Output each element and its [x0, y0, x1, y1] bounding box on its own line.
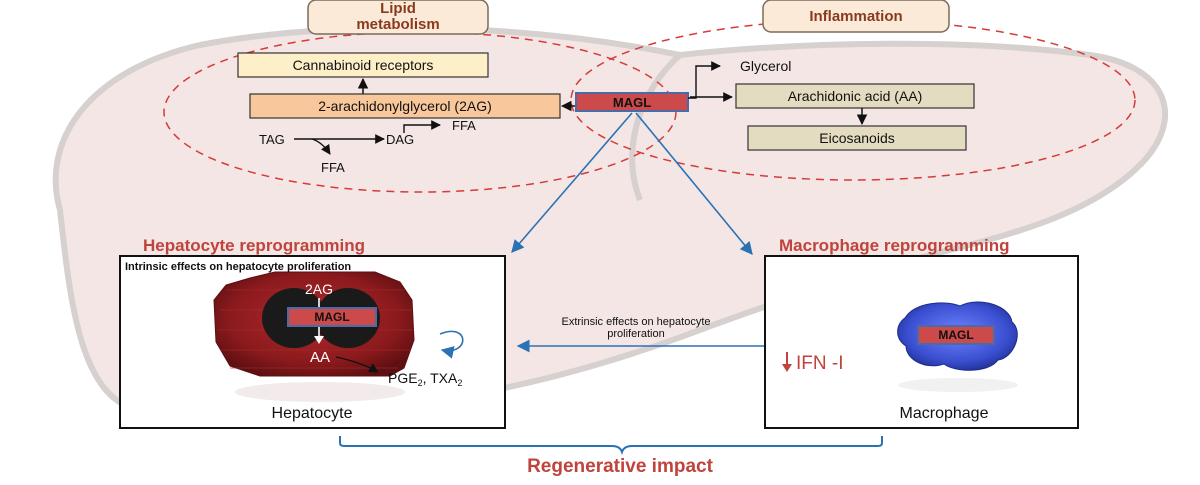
macrophage-panel: MAGL IFN -I Macrophage	[764, 255, 1079, 429]
cannabinoid-receptors-label: Cannabinoid receptors	[293, 57, 434, 73]
hepatocyte-cell-label: Hepatocyte	[272, 405, 353, 422]
arrow-magl-to-macrophage	[635, 112, 753, 255]
macrophage-magl-box: MAGL	[917, 325, 995, 345]
extrinsic-label-line2: proliferation	[607, 328, 664, 340]
liver-lobe-line	[629, 52, 682, 202]
hepatocyte-reprogramming-heading: Hepatocyte reprogramming	[143, 236, 365, 255]
macrophage-reprogramming-heading: Macrophage reprogramming	[779, 236, 1010, 255]
macrophage-magl-label: MAGL	[938, 328, 973, 342]
magl-center-label: MAGL	[613, 95, 651, 110]
arrow-magl-to-hepatocyte	[511, 112, 633, 253]
eicosanoids-label: Eicosanoids	[819, 130, 895, 146]
macrophage-cell-label: Macrophage	[900, 405, 989, 422]
two-ag-box: 2-arachidonylglycerol (2AG)	[249, 93, 561, 119]
arrow-to-glycerol	[688, 61, 721, 99]
hepatocyte-panel-subtitle: Intrinsic effects on hepatocyte prolifer…	[125, 261, 351, 273]
inflammation-dashed-ellipse	[570, 19, 1136, 181]
hepatocyte-aa-label: AA	[310, 349, 330, 366]
lipid-tag-line2: metabolism	[356, 16, 439, 33]
regenerative-impact-label: Regenerative impact	[527, 456, 714, 477]
magl-center-box: MAGL	[575, 92, 689, 112]
inflammation-tag-label: Inflammation	[809, 8, 902, 25]
two-ag-label: 2-arachidonylglycerol (2AG)	[318, 98, 492, 114]
ffa-label-2: FFA	[452, 118, 476, 133]
dag-label: DAG	[386, 132, 414, 147]
arachidonic-acid-label: Arachidonic acid (AA)	[788, 88, 923, 104]
extrinsic-label-line1: Extrinsic effects on hepatocyte	[562, 316, 711, 328]
glycerol-label: Glycerol	[740, 58, 791, 74]
hepatocyte-magl-box: MAGL	[287, 307, 377, 327]
autocrine-curved-arrow	[439, 330, 464, 359]
arachidonic-acid-box: Arachidonic acid (AA)	[735, 83, 975, 109]
regenerative-brace	[339, 436, 883, 456]
arrow-aa-to-pge	[335, 356, 379, 373]
tag-label: TAG	[259, 132, 285, 147]
hepatocyte-2ag-label: 2AG	[305, 281, 333, 297]
ifn-label: IFN -I	[796, 353, 844, 374]
hepatocyte-panel: Intrinsic effects on hepatocyte prolifer…	[119, 255, 506, 429]
pge-txa-label: PGE2, TXA2	[388, 370, 462, 388]
lipid-metabolism-tag: Lipid metabolism	[307, 0, 489, 35]
cannabinoid-receptors-box: Cannabinoid receptors	[237, 52, 489, 78]
lipid-tag-line1: Lipid	[380, 0, 416, 17]
hepatocyte-magl-label: MAGL	[314, 310, 349, 324]
inflammation-tag: Inflammation	[762, 0, 950, 33]
eicosanoids-box: Eicosanoids	[747, 125, 967, 151]
ffa-label-1: FFA	[321, 160, 345, 175]
arrow-tag-to-ffa	[311, 138, 331, 155]
arrow-dag-to-ffa	[403, 120, 441, 133]
